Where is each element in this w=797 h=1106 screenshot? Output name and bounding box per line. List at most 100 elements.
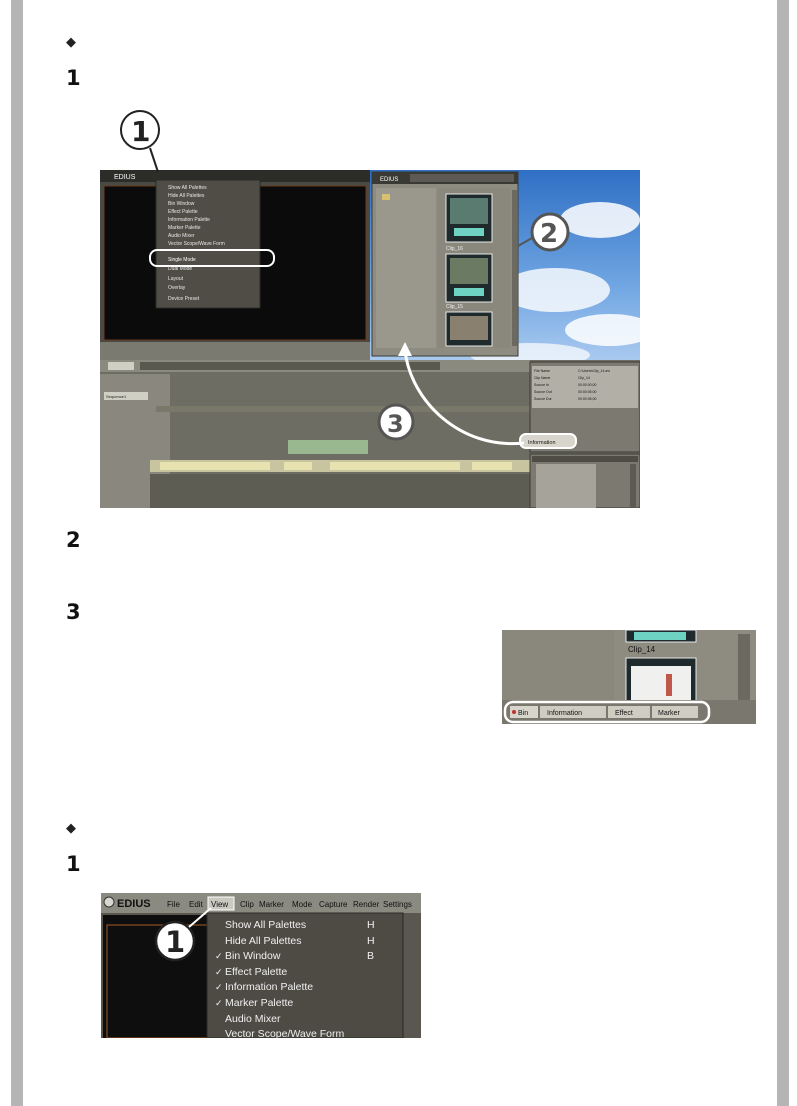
timeline-clip[interactable] [160,462,270,470]
menu-item-hide-all-palettes[interactable]: Hide All Palettes [225,935,301,947]
menu-item[interactable]: Show All Palettes [168,185,207,191]
timeline-clip[interactable] [284,462,312,470]
menu-clip[interactable]: Clip [240,900,254,909]
menu-mode[interactable]: Mode [292,900,313,909]
player-app-logo: EDIUS [114,174,136,181]
bin-tabs-screenshot: Clip_14 Bin Information Effect Marker [502,630,756,724]
check-icon: ✓ [215,998,223,1008]
callout-1-number: 1 [131,115,150,148]
shortcut: B [367,950,374,962]
info-value: C:\Users\Clip_14.avi [578,369,610,373]
tab-effect-label: Effect [615,710,633,717]
info-value: 00:00:05;00 [578,390,597,394]
callout-2 [530,212,570,252]
clip-label: Clip_14 [628,645,656,654]
menu-view[interactable]: View [211,900,228,909]
section-a-step-2-number: 2 [66,528,81,552]
callout-2-number: 2 [540,219,558,249]
tab-bin-label: Bin [518,710,528,717]
timeline-tab[interactable]: Sequence1 [106,394,127,399]
menu-item-audio-mixer[interactable]: Audio Mixer [225,1013,281,1025]
information-tab-label: Information [528,440,556,446]
menu-item[interactable]: Device Preset [168,296,200,302]
menu-edit[interactable]: Edit [189,900,204,909]
menu-item-bin-window[interactable]: Bin Window [225,950,281,962]
info-label: Source Out [534,390,552,394]
section-a-bullet: ◆ [66,35,76,50]
check-icon: ✓ [215,951,223,961]
info-label: Source Dur [534,397,553,401]
info-value: Clip_14 [578,376,590,380]
view-menu-screenshot: EDIUS File Edit View Clip Marker Mode Ca… [101,893,421,1038]
effect-scrollbar[interactable] [630,464,636,508]
tabs-highlight [503,700,711,724]
menu-item[interactable]: Overlay [168,285,186,291]
menu-item[interactable]: Marker Palette [168,225,201,231]
menu-item[interactable]: Audio Mixer [168,233,195,239]
timeline-clip[interactable] [288,440,368,454]
information-tab-highlight[interactable] [519,433,577,449]
move-arrow [403,349,525,446]
menu-item-marker-palette[interactable]: Marker Palette [225,997,293,1009]
section-b-step-1-number: 1 [66,852,81,876]
menu-render[interactable]: Render [353,900,380,909]
info-value: 00:00:00;00 [578,383,597,387]
menu-item-information-palette[interactable]: Information Palette [225,981,313,993]
tab-information-label: Information [547,710,582,717]
folder-icon [382,194,390,200]
callout-1-number: 1 [165,925,185,959]
tab-bin[interactable] [510,706,538,718]
menu-file[interactable]: File [167,900,180,909]
info-label: Clip Name [534,376,550,380]
menu-item-show-all-palettes[interactable]: Show All Palettes [225,919,306,931]
app-logo: EDIUS [117,898,151,910]
callout-1 [154,920,196,962]
callout-1 [120,110,160,150]
right-margin-bar [777,0,789,1106]
menu-item[interactable]: Bin Window [168,201,195,207]
menu-item-vector-scope[interactable]: Vector Scope/Wave Form [225,1028,344,1038]
single-mode-highlight [149,249,275,267]
section-b-bullet: ◆ [66,821,76,836]
info-label: File Name [534,369,550,373]
menu-capture[interactable]: Capture [319,900,348,909]
check-icon: ✓ [215,982,223,992]
menu-item-effect-palette[interactable]: Effect Palette [225,966,287,978]
arrow-head [398,342,412,356]
edius-logo-icon [103,896,115,908]
menu-item[interactable]: Information Palette [168,217,210,223]
menu-item[interactable]: Effect Palette [168,209,198,215]
shortcut: H [367,935,375,947]
tab-marker-label: Marker [658,710,680,717]
tab-marker[interactable] [652,706,698,718]
section-a-step-3-number: 3 [66,600,81,624]
tab-effect[interactable] [608,706,650,718]
menu-item[interactable]: Dual Mode [168,266,192,272]
left-margin-bar [11,0,23,1106]
effect-tree [536,464,596,508]
check-icon: ✓ [215,967,223,977]
info-label: Source In [534,383,549,387]
shortcut: H [367,919,375,931]
bin-scrollbar[interactable] [738,634,750,704]
bin-app-logo: EDIUS [380,177,398,183]
clip-label: Clip_15 [446,304,463,310]
view-menu-dropdown [155,179,261,309]
menu-marker[interactable]: Marker [259,900,284,909]
callout-3-number: 3 [387,410,404,438]
view-menu-dropdown [206,912,404,1038]
bin-folder-tree [376,188,436,348]
timeline-clip[interactable] [330,462,460,470]
clip-label: Clip_16 [446,246,463,252]
section-a-step-1-number: 1 [66,66,81,90]
menu-item-single-mode[interactable]: Single Mode [168,257,196,263]
menu-view-active[interactable] [207,896,235,911]
menubar [101,893,421,913]
menu-settings[interactable]: Settings [383,900,412,909]
bin-scrollbar[interactable] [512,190,517,346]
menu-item[interactable]: Hide All Palettes [168,193,205,199]
menu-item[interactable]: Vector Scope/Wave Form [168,241,225,247]
tab-information[interactable] [540,706,606,718]
menu-item[interactable]: Layout [168,276,184,282]
timeline-clip[interactable] [472,462,512,470]
